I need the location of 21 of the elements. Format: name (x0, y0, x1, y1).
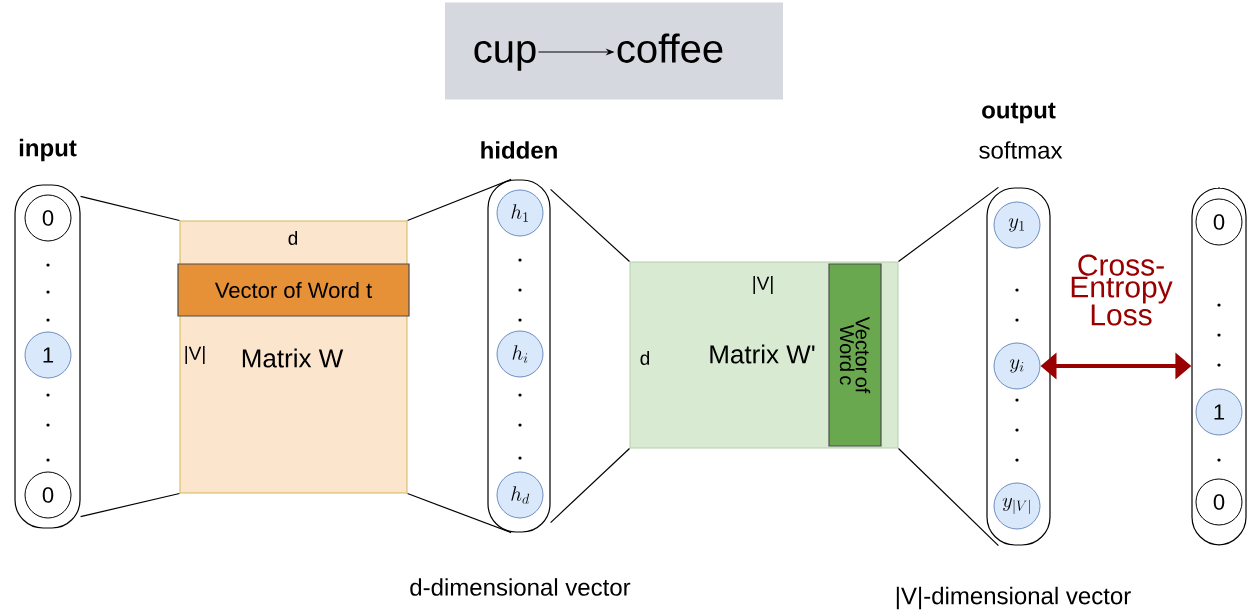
edge-label: Cross-Entropy Loss (1071, 254, 1173, 326)
layer-heading: softmax (979, 141, 1063, 159)
connector-line (897, 447, 999, 547)
word-vector-column: Vector of Word c (828, 263, 882, 447)
axis-caption: d-dimensional vector (410, 578, 631, 596)
connector-line (80, 492, 181, 518)
title-word: coffee (617, 33, 723, 63)
connector-line (80, 195, 181, 222)
layer-column (1191, 187, 1247, 546)
title-word: cup (474, 40, 536, 71)
layer-heading: input (19, 138, 77, 162)
axis-caption: |V|-dimensional vector (896, 586, 1131, 610)
word-vector-row: Vector of Word t (177, 263, 410, 317)
connector-line (550, 188, 631, 263)
connector-line (897, 186, 999, 263)
layer-heading: hidden (481, 141, 557, 159)
connector-line (406, 178, 512, 222)
connector-line (406, 492, 512, 534)
title-box (445, 2, 783, 100)
connector-line (550, 447, 631, 524)
layer-heading: output (982, 102, 1056, 124)
